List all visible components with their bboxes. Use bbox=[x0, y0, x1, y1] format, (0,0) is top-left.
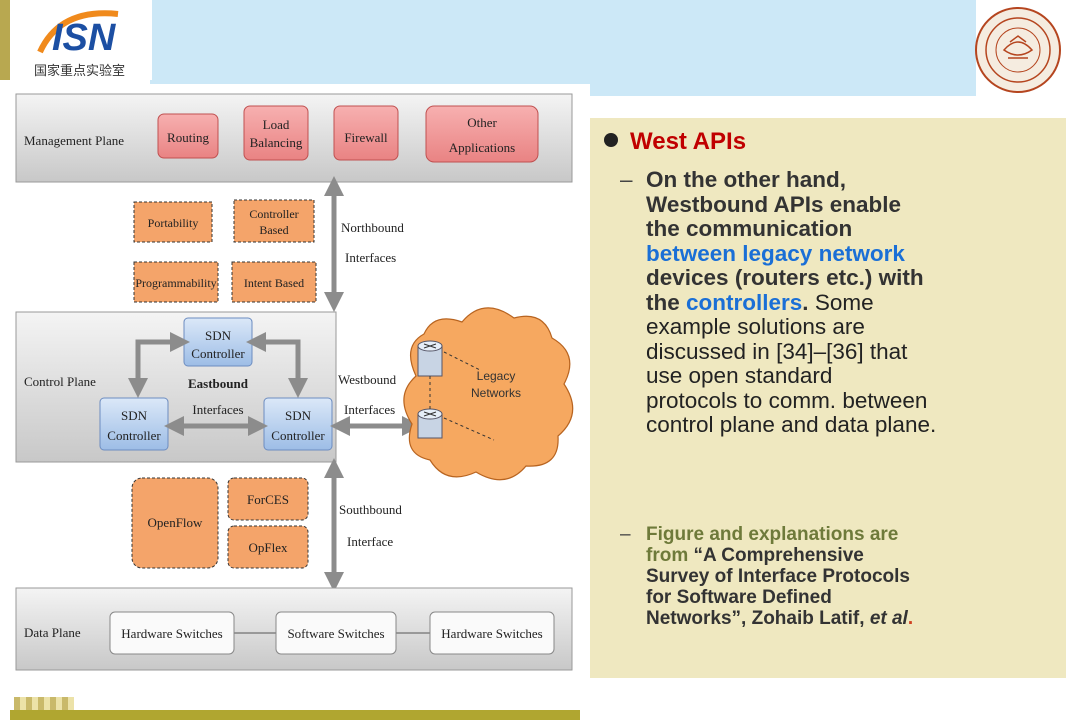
app-routing-label: Routing bbox=[167, 130, 209, 145]
p1-line: control plane and data plane. bbox=[646, 412, 937, 437]
p2-text-italic: et al bbox=[869, 608, 908, 629]
northbound-label-1: Northbound bbox=[341, 220, 404, 235]
southbound-label-2: Interface bbox=[347, 534, 393, 549]
router-icon bbox=[417, 340, 443, 377]
switch-label-3: Hardware Switches bbox=[441, 626, 542, 641]
p1-line: use open standard bbox=[646, 363, 833, 388]
p1-line: devices (routers etc.) with bbox=[646, 265, 924, 290]
controller-top-label-2: Controller bbox=[191, 346, 245, 361]
controller-right-label-2: Controller bbox=[271, 428, 325, 443]
switch-label-2: Software Switches bbox=[287, 626, 384, 641]
router-icon bbox=[417, 408, 443, 439]
p2-text: from bbox=[646, 545, 694, 566]
p2-text: Networks”, Zohaib Latif, bbox=[646, 608, 870, 629]
control-plane-label: Control Plane bbox=[24, 374, 96, 389]
feature-portability bbox=[133, 201, 213, 243]
east-arrow-right bbox=[246, 332, 308, 398]
logo-accent-bar bbox=[0, 0, 10, 80]
logo-wordmark: ISN bbox=[52, 17, 117, 59]
feature-programmability-label: Programmability bbox=[135, 276, 216, 290]
p2-text: . bbox=[907, 608, 914, 629]
feature-intent-based bbox=[231, 261, 317, 303]
legacy-label-2: Networks bbox=[471, 386, 521, 400]
footer-accent bbox=[14, 697, 74, 710]
app-firewall bbox=[333, 105, 399, 161]
controller-right-label-1: SDN bbox=[285, 408, 312, 423]
p1-line: On the other hand, bbox=[646, 167, 846, 192]
feature-programmability bbox=[133, 261, 219, 303]
northbound-label-2: Interfaces bbox=[345, 250, 396, 265]
controller-left-label-2: Controller bbox=[107, 428, 161, 443]
legacy-network-cloud bbox=[403, 307, 574, 481]
feature-controller-based bbox=[233, 199, 315, 243]
feature-based-label: Based bbox=[259, 223, 288, 237]
app-balancing-label: Balancing bbox=[250, 135, 303, 150]
protocol-forces bbox=[227, 477, 309, 521]
feature-portability-label: Portability bbox=[148, 216, 199, 230]
dash-bullet-icon: – bbox=[620, 524, 631, 545]
router-link bbox=[443, 351, 481, 371]
notes-paragraph-1: – On the other hand, Westbound APIs enab… bbox=[620, 167, 1066, 438]
eastbound-label: Eastbound bbox=[188, 376, 249, 391]
feature-controller-label: Controller bbox=[249, 207, 298, 221]
controller-left-label-1: SDN bbox=[121, 408, 148, 423]
p1-line: example solutions are bbox=[646, 314, 865, 339]
p1-line-controllers: the controllers. Some bbox=[646, 289, 1066, 316]
logo-caption: 国家重点实验室 bbox=[34, 64, 126, 79]
protocol-openflow bbox=[131, 477, 219, 569]
p1-line-highlight: between legacy network bbox=[646, 240, 905, 266]
p2-line: Figure and explanations are bbox=[646, 524, 899, 545]
app-firewall-label: Firewall bbox=[344, 130, 388, 145]
feature-intent-label: Intent Based bbox=[244, 276, 304, 290]
p2-line: for Software Defined bbox=[646, 587, 832, 608]
notes-paragraph-2: – Figure and explanations are from “A Co… bbox=[620, 524, 1066, 629]
app-load-balancing bbox=[243, 105, 309, 161]
isn-logo-icon: ISN bbox=[37, 10, 119, 59]
university-seal-icon bbox=[975, 7, 1061, 93]
east-arrow-left bbox=[128, 332, 190, 398]
bullet-icon bbox=[604, 133, 618, 147]
controller-top-label-1: SDN bbox=[205, 328, 232, 343]
software-switches bbox=[275, 611, 397, 655]
p1-line: discussed in [34]–[36] that bbox=[646, 338, 908, 364]
data-plane-label: Data Plane bbox=[24, 625, 81, 640]
eastbound-interfaces-label: Interfaces bbox=[192, 402, 243, 417]
lab-logo: ISN 国家重点实验室 bbox=[0, 0, 152, 80]
app-other-applications bbox=[425, 105, 539, 163]
legacy-label-1: Legacy bbox=[477, 369, 516, 383]
footer-bar bbox=[10, 710, 580, 720]
app-routing bbox=[157, 113, 219, 159]
notes-title: West APIs bbox=[630, 128, 747, 155]
app-other-label: Other bbox=[467, 115, 497, 130]
p2-text: “A Comprehensive bbox=[693, 545, 864, 566]
notes-panel bbox=[590, 118, 1066, 678]
p1-line: Westbound APIs enable bbox=[646, 191, 902, 217]
p1-text: . bbox=[802, 289, 809, 315]
p2-line: Survey of Interface Protocols bbox=[646, 566, 910, 587]
p1-text-highlight: controllers bbox=[686, 289, 803, 315]
protocol-opflex bbox=[227, 525, 309, 569]
hardware-switches-right bbox=[429, 611, 555, 655]
sdn-interfaces-diagram: Management Plane Routing Load Balancing … bbox=[14, 84, 590, 674]
notes-heading: West APIs bbox=[604, 128, 746, 156]
switch-label-1: Hardware Switches bbox=[121, 626, 222, 641]
westbound-label-2: Interfaces bbox=[344, 402, 395, 417]
header-band bbox=[150, 0, 976, 96]
p2-line: from “A Comprehensive bbox=[646, 545, 1066, 566]
westbound-label-1: Westbound bbox=[338, 372, 397, 387]
protocol-opflex-label: OpFlex bbox=[249, 540, 289, 555]
p1-text: the bbox=[646, 289, 687, 315]
southbound-label-1: Southbound bbox=[339, 502, 402, 517]
p1-line: protocols to comm. between bbox=[646, 387, 928, 413]
dash-bullet-icon: – bbox=[620, 167, 633, 192]
protocol-openflow-label: OpenFlow bbox=[148, 515, 204, 530]
management-plane-label: Management Plane bbox=[24, 133, 124, 148]
p2-line: Networks”, Zohaib Latif, et al. bbox=[646, 608, 1066, 629]
protocol-forces-label: ForCES bbox=[247, 492, 289, 507]
app-applications-label: Applications bbox=[449, 140, 515, 155]
app-load-label: Load bbox=[263, 117, 290, 132]
p1-line: the communication bbox=[646, 216, 853, 241]
p1-text: Some bbox=[808, 289, 874, 315]
hardware-switches-left bbox=[109, 611, 235, 655]
